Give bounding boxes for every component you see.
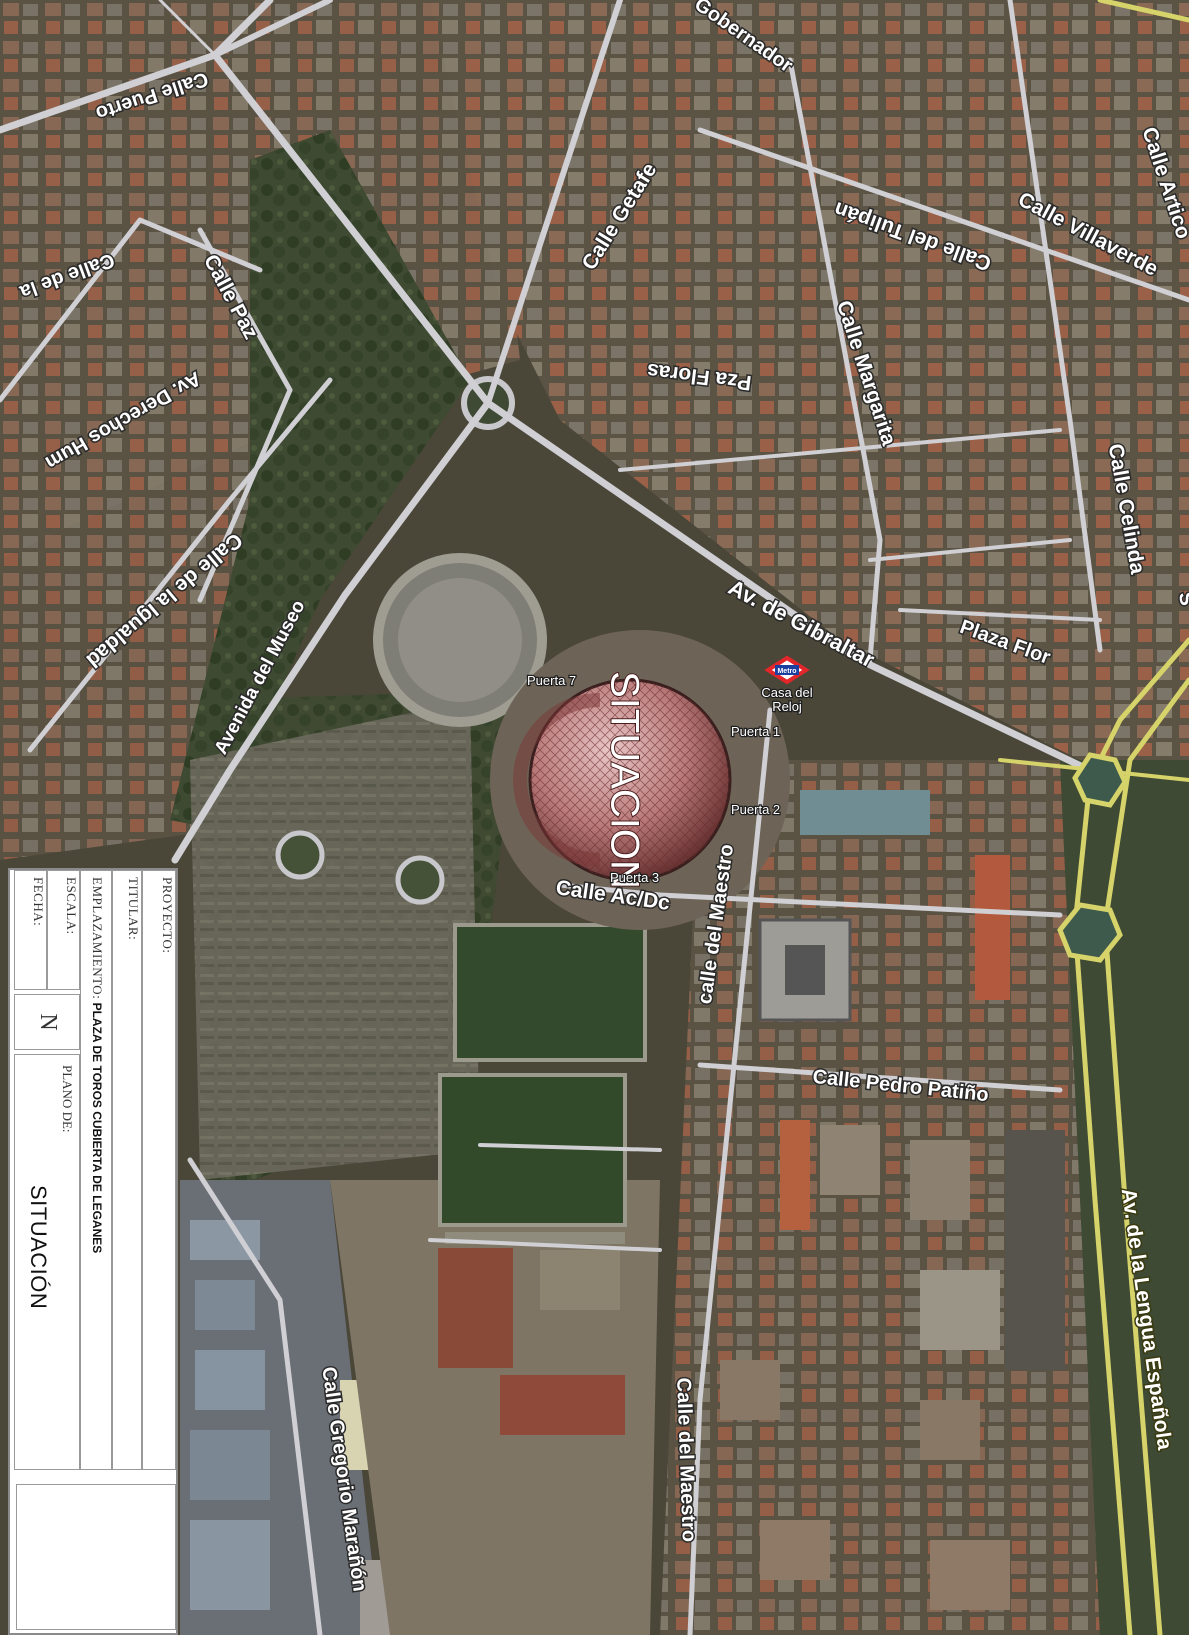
title-block: PROYECTO: TITULAR: EMPLAZAMIENTO: PLAZA … bbox=[8, 868, 178, 1635]
bottom-row: ESCALA: FECHA: N PLANO DE: SITUACIÓN bbox=[14, 870, 80, 1470]
roundabout bbox=[395, 855, 445, 905]
metro-station-name-line2: Reloj bbox=[772, 699, 802, 714]
courtyard bbox=[785, 945, 825, 995]
building bbox=[920, 1270, 1000, 1350]
roundabout bbox=[275, 830, 325, 880]
titular-row: TITULAR: bbox=[112, 870, 142, 1470]
building bbox=[930, 1540, 1010, 1610]
proyecto-row: PROYECTO: bbox=[142, 870, 176, 1470]
football-pitch bbox=[453, 923, 647, 1062]
metro-logo-bar bbox=[775, 665, 799, 675]
north-arrow-icon: N bbox=[14, 994, 80, 1050]
escala-label: ESCALA: bbox=[64, 877, 79, 935]
arterial-road bbox=[998, 0, 1189, 1635]
building bbox=[975, 855, 1010, 1000]
tennis-court bbox=[500, 1375, 625, 1435]
plano-de-label: PLANO DE: bbox=[60, 1065, 75, 1133]
titular-label: TITULAR: bbox=[126, 877, 141, 941]
metro-logo-text: Metro bbox=[777, 668, 796, 675]
plano-value: SITUACIÓN bbox=[26, 1185, 51, 1310]
fecha-label: FECHA: bbox=[31, 877, 46, 927]
building bbox=[540, 1250, 620, 1310]
gate-label-puerta-3: Puerta 3 bbox=[610, 870, 659, 885]
gate-label-puerta-2: Puerta 2 bbox=[731, 802, 780, 817]
building bbox=[910, 1140, 970, 1220]
gate-label-puerta-1: Puerta 1 bbox=[731, 724, 780, 739]
escala-cell: ESCALA: bbox=[47, 870, 80, 990]
situacion-label: SITUACION bbox=[602, 671, 646, 889]
building bbox=[820, 1125, 880, 1195]
metro-station[interactable]: Metro Casa del Reloj bbox=[760, 655, 814, 715]
gate-label-puerta-7: Puerta 7 bbox=[527, 673, 576, 688]
building bbox=[920, 1400, 980, 1460]
emplazamiento-row: EMPLAZAMIENTO: PLAZA DE TOROS CUBIERTA D… bbox=[80, 870, 112, 1470]
warehouse bbox=[190, 1520, 270, 1610]
plano-cell: PLANO DE: SITUACIÓN bbox=[14, 1054, 80, 1470]
proyecto-label: PROYECTO: bbox=[160, 877, 175, 954]
building bbox=[780, 1120, 810, 1230]
building bbox=[720, 1360, 780, 1420]
parking-lot bbox=[1005, 1130, 1065, 1370]
fecha-cell: FECHA: bbox=[14, 870, 47, 990]
warehouse bbox=[190, 1430, 270, 1500]
old-plaza-floor bbox=[398, 578, 522, 702]
warehouse bbox=[195, 1350, 265, 1410]
building bbox=[800, 790, 930, 835]
tennis-court bbox=[438, 1248, 513, 1368]
emplazamiento-label: EMPLAZAMIENTO: bbox=[90, 877, 105, 1000]
situacion-marker: SITUACION bbox=[513, 670, 732, 890]
emplazamiento-value: PLAZA DE TOROS CUBIERTA DE LEGANES bbox=[90, 1002, 104, 1254]
building bbox=[760, 1520, 830, 1580]
warehouse bbox=[195, 1280, 255, 1330]
stamp-box bbox=[16, 1484, 176, 1630]
park bbox=[170, 130, 470, 830]
north-symbol: N bbox=[35, 1013, 61, 1031]
parking-area bbox=[190, 700, 480, 1180]
metro-station-name-line1: Casa del bbox=[761, 685, 812, 700]
street-label: S bbox=[1174, 590, 1189, 607]
urban-block bbox=[430, 0, 1189, 760]
